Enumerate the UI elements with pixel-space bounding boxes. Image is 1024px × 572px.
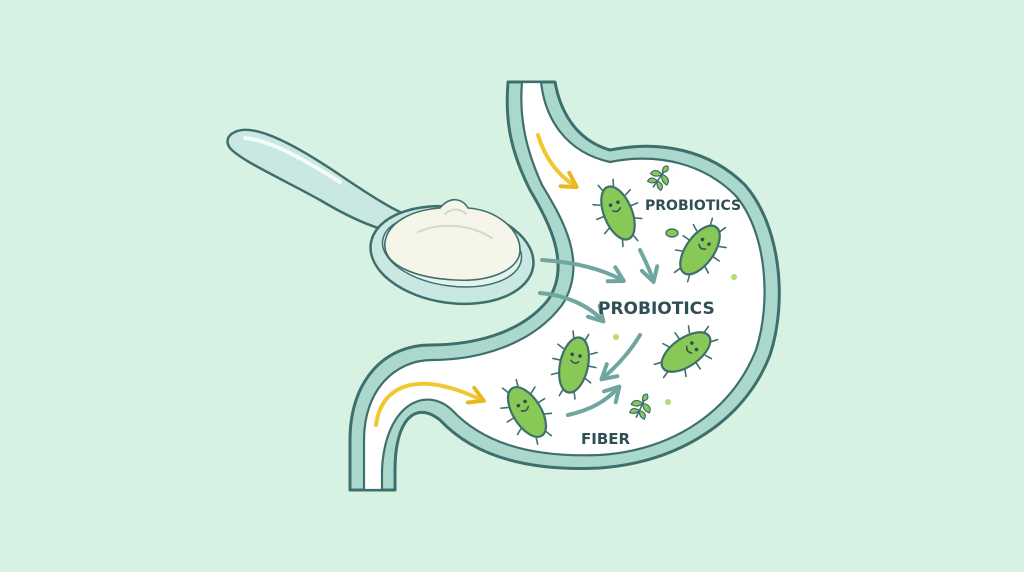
label-probiotics-center: PROBIOTICS [598, 299, 715, 319]
label-probiotics-top: PROBIOTICS [645, 198, 741, 214]
arrow-icon [538, 291, 606, 324]
flow-arrow-bottom-icon [374, 381, 486, 427]
spoon-handle [226, 128, 402, 234]
digestion-arrows [538, 248, 660, 417]
label-fiber: FIBER [581, 430, 631, 448]
particles [613, 228, 737, 405]
arrow-icon [638, 248, 660, 284]
arrow-icon [540, 258, 626, 284]
arrow-icon [566, 384, 622, 417]
arrow-icon [599, 333, 642, 382]
yogurt [384, 198, 521, 281]
flow-arrow-top-icon [536, 133, 579, 190]
spoon-with-yogurt-icon [226, 128, 535, 306]
